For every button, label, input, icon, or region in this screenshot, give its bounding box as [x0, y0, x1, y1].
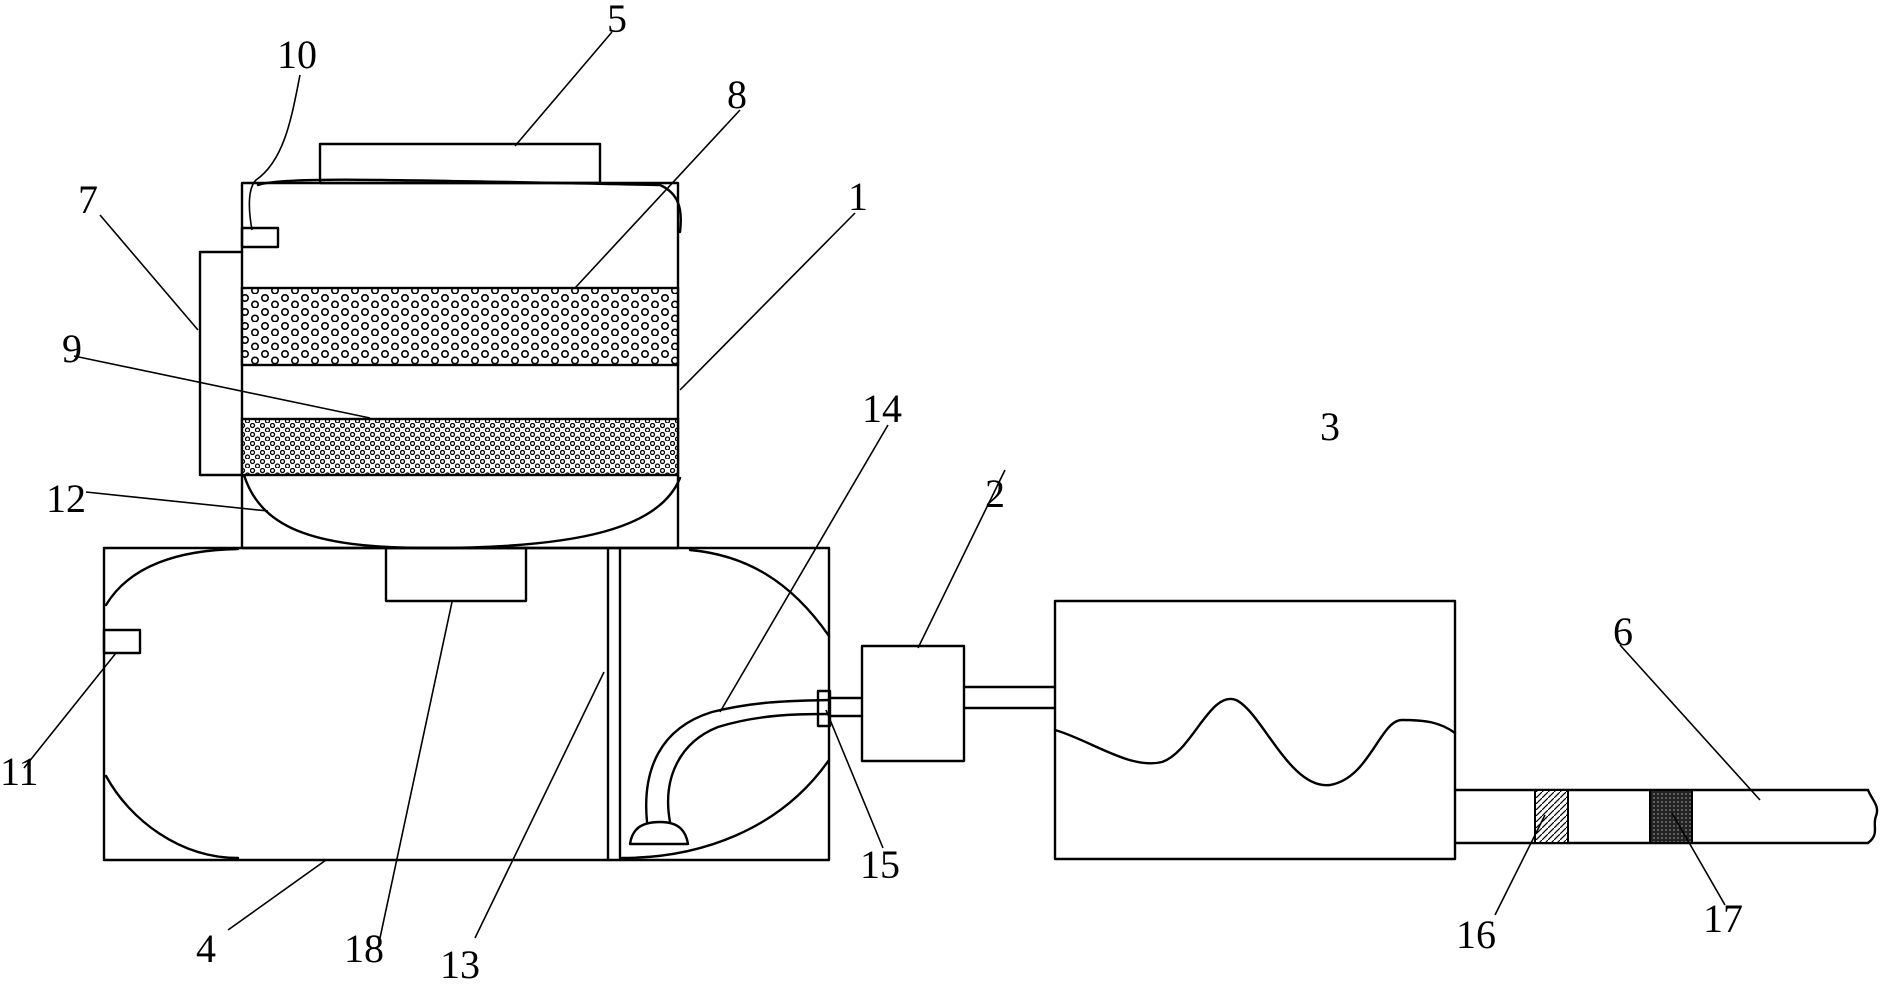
- valve: [816, 689, 832, 728]
- suction-hose: [645, 698, 830, 824]
- pump-box: [860, 644, 966, 763]
- outlet-pipe: [1453, 788, 1879, 845]
- label-4: 4: [196, 926, 216, 971]
- label-2: 2: [985, 471, 1005, 516]
- filter-17: [1649, 789, 1693, 844]
- label-7: 7: [78, 177, 98, 222]
- label-15: 15: [860, 842, 900, 887]
- suction-head: [628, 820, 690, 846]
- label-11: 11: [0, 749, 39, 794]
- fine-filter-layer: [240, 417, 680, 477]
- connector-block: [384, 546, 528, 603]
- label-12: 12: [46, 476, 86, 521]
- label-1: 1: [848, 174, 868, 219]
- water-box: [1053, 599, 1457, 861]
- label-13: 13: [440, 942, 480, 987]
- label-17: 17: [1703, 896, 1743, 941]
- filter-16: [1534, 789, 1569, 844]
- label-5: 5: [607, 0, 627, 41]
- water-surface: [1053, 697, 1457, 787]
- pump-assembly: [828, 644, 1057, 763]
- label-16: 16: [1456, 912, 1496, 957]
- label-10: 10: [277, 32, 317, 77]
- leader-lines: [23, 31, 1761, 939]
- lower-tank: [102, 546, 832, 862]
- label-9: 9: [62, 326, 82, 371]
- label-3: 3: [1320, 404, 1340, 449]
- coarse-filter-layer: [240, 286, 680, 367]
- label-6: 6: [1613, 609, 1633, 654]
- sensor-upper: [240, 226, 280, 249]
- number-labels: 1 2 3 4 5 6 7 8 9 10 11 12 13 14 15 16 1…: [0, 0, 1743, 987]
- label-18: 18: [344, 926, 384, 971]
- side-pipe: [198, 250, 244, 477]
- label-14: 14: [862, 386, 902, 431]
- top-cover: [318, 142, 602, 185]
- label-8: 8: [727, 72, 747, 117]
- pipe-break: [1866, 788, 1879, 845]
- upper-tank: [198, 142, 682, 550]
- sensor-lower: [102, 628, 142, 655]
